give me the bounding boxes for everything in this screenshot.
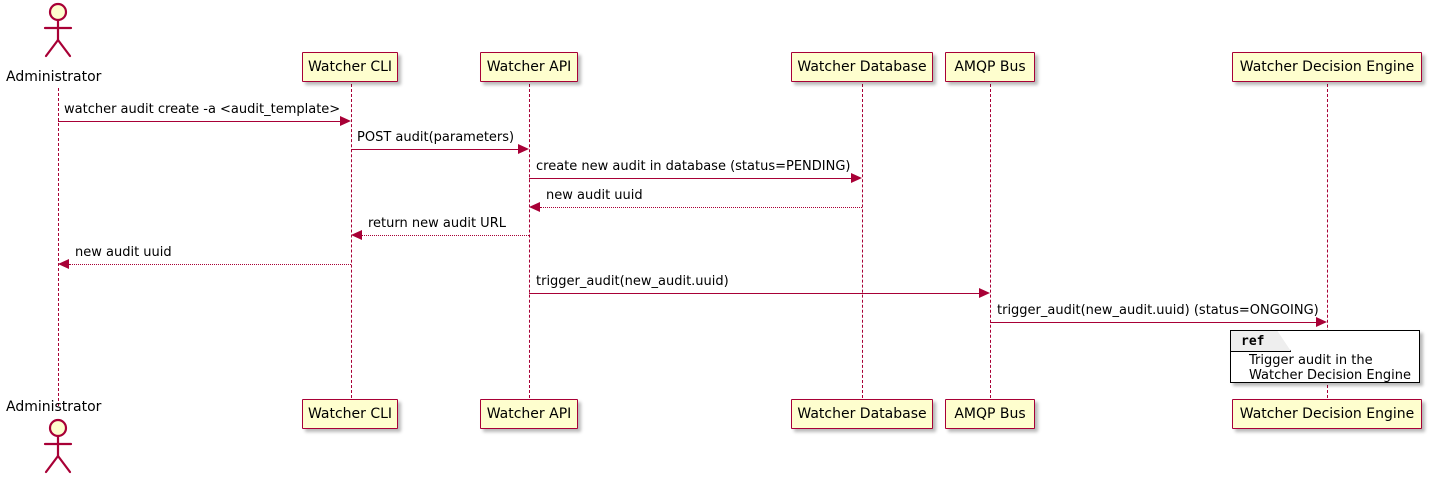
participant-box-watcher-cli-top[interactable]: Watcher CLI	[302, 52, 398, 82]
participant-label-watcher-database-top: Watcher Database	[797, 59, 927, 75]
message-label-6: new audit uuid	[75, 245, 172, 260]
message-line-5	[362, 235, 529, 236]
message-line-4	[540, 207, 862, 208]
participant-label-watcher-database-bottom: Watcher Database	[797, 406, 927, 422]
lifeline-amqp-bus	[990, 84, 991, 398]
lifeline-watcher-api	[529, 84, 530, 398]
message-arrowhead-4	[529, 202, 540, 212]
actor-administrator-bottom-label: Administrator	[6, 399, 102, 415]
lifeline-administrator	[58, 88, 59, 406]
participant-box-watcher-api-bottom[interactable]: Watcher API	[480, 399, 578, 429]
actor-administrator-bottom-figure	[38, 418, 78, 474]
participant-box-watcher-cli-bottom[interactable]: Watcher CLI	[302, 399, 398, 429]
ref-fragment-tab-label: ref	[1231, 331, 1291, 352]
actor-administrator-top-label: Administrator	[6, 69, 102, 85]
participant-label-watcher-decision-engine-top: Watcher Decision Engine	[1239, 59, 1415, 75]
lifeline-watcher-database	[862, 84, 863, 398]
lifeline-watcher-cli	[351, 84, 352, 398]
ref-fragment[interactable]: ref Trigger audit in the Watcher Decisio…	[1230, 330, 1420, 383]
participant-label-watcher-api-top: Watcher API	[486, 59, 572, 75]
actor-administrator-top-figure	[38, 2, 78, 58]
message-arrowhead-5	[351, 230, 362, 240]
participant-label-watcher-cli-bottom: Watcher CLI	[307, 406, 393, 422]
participant-box-watcher-api-top[interactable]: Watcher API	[480, 52, 578, 82]
message-line-1	[58, 121, 341, 122]
message-label-7: trigger_audit(new_audit.uuid)	[536, 274, 729, 289]
participant-box-watcher-decision-engine-bottom[interactable]: Watcher Decision Engine	[1232, 399, 1422, 429]
message-arrowhead-8	[1316, 317, 1327, 327]
participant-box-amqp-bus-bottom[interactable]: AMQP Bus	[945, 399, 1035, 429]
participant-label-amqp-bus-top: AMQP Bus	[954, 59, 1026, 75]
message-arrowhead-3	[851, 173, 862, 183]
message-label-2: POST audit(parameters)	[357, 130, 515, 145]
participant-label-watcher-decision-engine-bottom: Watcher Decision Engine	[1239, 406, 1415, 422]
message-line-7	[529, 293, 980, 294]
message-label-5: return new audit URL	[368, 216, 506, 231]
message-line-8	[990, 322, 1317, 323]
participant-label-watcher-cli-top: Watcher CLI	[307, 59, 393, 75]
participant-box-amqp-bus-top[interactable]: AMQP Bus	[945, 52, 1035, 82]
message-line-2	[351, 149, 519, 150]
message-label-4: new audit uuid	[546, 188, 643, 203]
participant-label-amqp-bus-bottom: AMQP Bus	[954, 406, 1026, 422]
message-arrowhead-7	[979, 288, 990, 298]
message-line-3	[529, 178, 852, 179]
participant-box-watcher-decision-engine-top[interactable]: Watcher Decision Engine	[1232, 52, 1422, 82]
lifeline-watcher-decision-engine	[1327, 84, 1328, 398]
participant-label-watcher-api-bottom: Watcher API	[486, 406, 572, 422]
message-arrowhead-6	[58, 259, 69, 269]
message-label-3: create new audit in database (status=PEN…	[536, 159, 851, 174]
message-line-6	[69, 264, 351, 265]
ref-fragment-body-line-1: Trigger audit in the	[1249, 353, 1373, 368]
message-arrowhead-1	[340, 116, 351, 126]
message-label-8: trigger_audit(new_audit.uuid) (status=ON…	[997, 303, 1319, 318]
ref-fragment-body-line-2: Watcher Decision Engine	[1249, 368, 1411, 383]
message-arrowhead-2	[518, 144, 529, 154]
message-label-1: watcher audit create -a <audit_template>	[64, 102, 341, 117]
participant-box-watcher-database-bottom[interactable]: Watcher Database	[791, 399, 933, 429]
participant-box-watcher-database-top[interactable]: Watcher Database	[791, 52, 933, 82]
